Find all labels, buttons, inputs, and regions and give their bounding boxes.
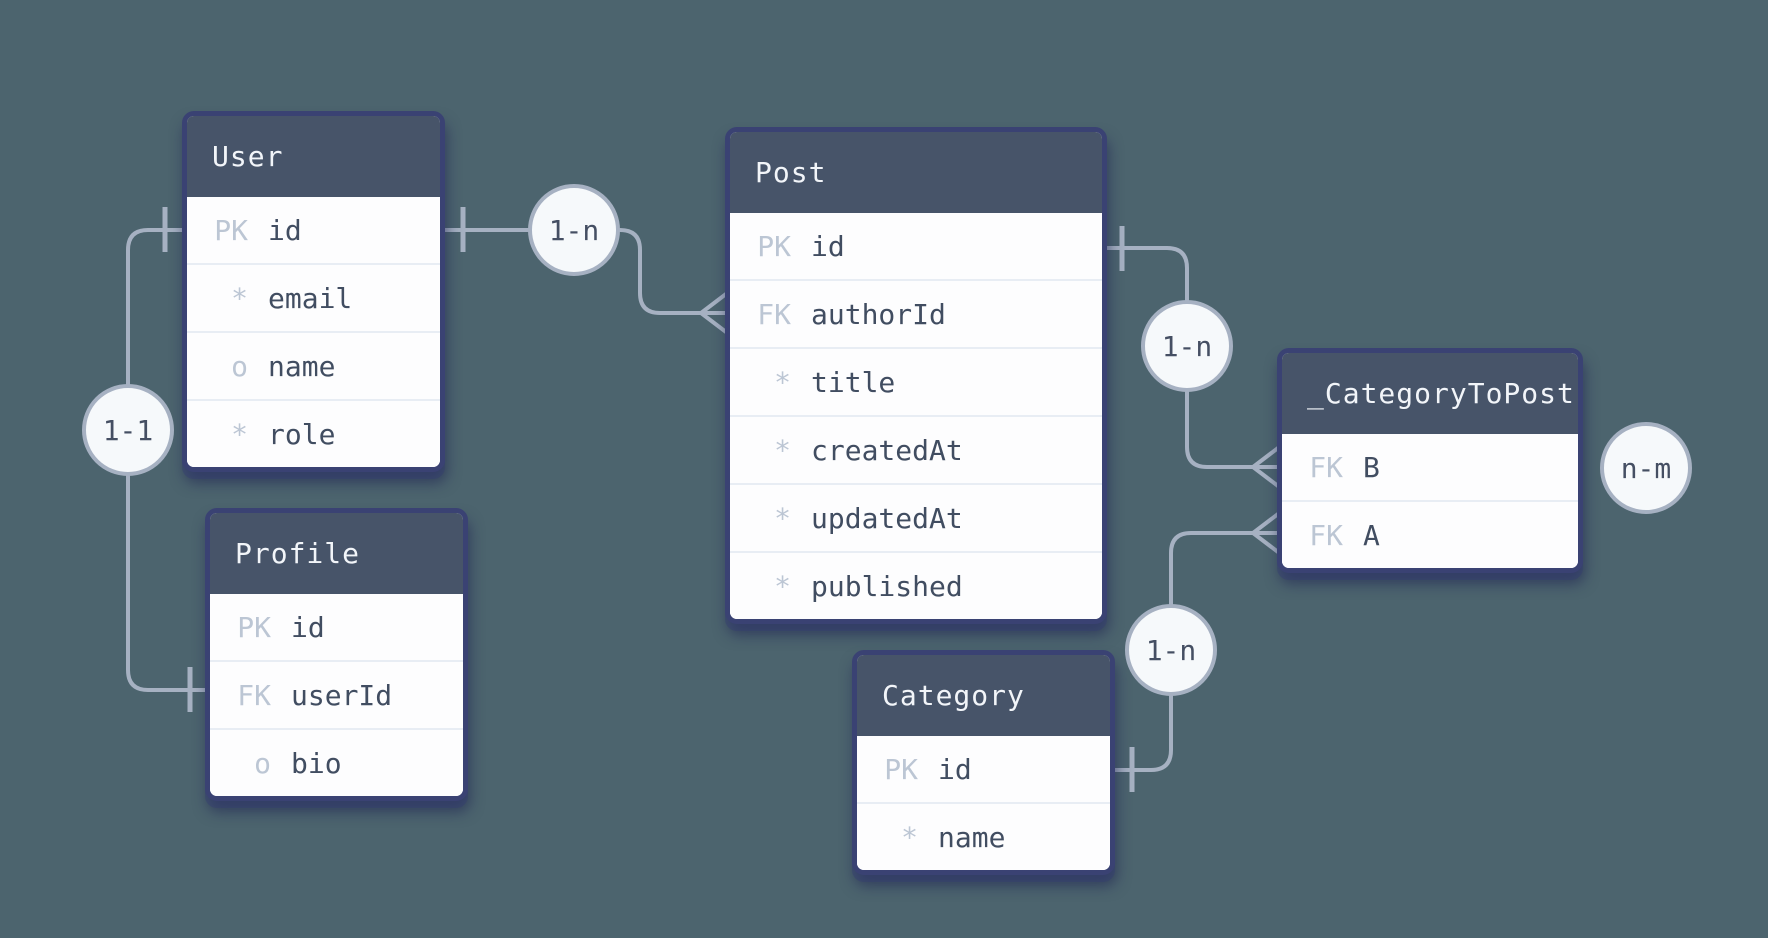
field-row-user-id: PK id [187, 197, 440, 263]
entity-categorytopost-title: _CategoryToPost [1282, 353, 1578, 434]
entity-categorytopost: _CategoryToPost FK B FK A [1277, 348, 1583, 573]
cardinality-badge-category-categorytopost: 1-n [1125, 604, 1217, 696]
field-key: FK [1309, 450, 1343, 484]
entity-category-fields: PK id * name [857, 736, 1110, 870]
entity-post-fields: PK id FK authorId * title * createdAt * … [730, 213, 1102, 619]
field-row-category-name: * name [857, 802, 1110, 870]
field-name: role [268, 417, 336, 451]
field-row-categorytopost-b: FK B [1282, 434, 1578, 500]
entity-user-fields: PK id * email o name * role [187, 197, 440, 467]
entity-post-title: Post [730, 132, 1102, 213]
field-row-post-published: * published [730, 551, 1102, 619]
field-key: PK [237, 610, 271, 644]
field-row-post-createdat: * createdAt [730, 415, 1102, 483]
entity-user: User PK id * email o name * role [182, 111, 445, 472]
field-key: * [774, 569, 791, 603]
crow-foot-post-authorid [699, 292, 728, 334]
field-key: * [231, 281, 248, 315]
field-name: authorId [811, 297, 946, 331]
entity-profile: Profile PK id FK userId o bio [205, 508, 468, 801]
field-name: id [291, 610, 325, 644]
field-key: FK [1309, 518, 1343, 552]
crow-foot-categorytopost-b [1251, 446, 1280, 488]
cardinality-badge-user-post: 1-n [528, 184, 620, 276]
field-name: A [1363, 518, 1380, 552]
field-row-category-id: PK id [857, 736, 1110, 802]
field-key: PK [884, 752, 918, 786]
field-name: B [1363, 450, 1380, 484]
cardinality-label: 1-1 [102, 413, 154, 447]
field-name: id [811, 229, 845, 263]
field-row-user-name: o name [187, 331, 440, 399]
cardinality-label: n-m [1620, 451, 1672, 485]
field-name: id [938, 752, 972, 786]
field-name: updatedAt [811, 501, 963, 535]
cardinality-label: 1-n [1145, 633, 1197, 667]
field-row-post-authorid: FK authorId [730, 279, 1102, 347]
field-key: FK [757, 297, 791, 331]
relation-user-post-line [445, 228, 725, 315]
cardinality-label: 1-n [1161, 329, 1213, 363]
field-name: name [268, 349, 336, 383]
cardinality-badge-user-profile: 1-1 [82, 384, 174, 476]
field-row-post-title: * title [730, 347, 1102, 415]
field-key: * [774, 365, 791, 399]
entity-profile-title: Profile [210, 513, 463, 594]
field-key: * [901, 820, 918, 854]
field-row-profile-userid: FK userId [210, 660, 463, 728]
field-name: name [938, 820, 1006, 854]
field-row-user-role: * role [187, 399, 440, 467]
field-name: createdAt [811, 433, 963, 467]
entity-post: Post PK id FK authorId * title * created… [725, 127, 1107, 624]
field-name: published [811, 569, 963, 603]
field-row-categorytopost-a: FK A [1282, 500, 1578, 568]
entity-category: Category PK id * name [852, 650, 1115, 875]
crow-foot-categorytopost-a [1251, 512, 1280, 554]
field-key: PK [214, 213, 248, 247]
entity-category-title: Category [857, 655, 1110, 736]
cardinality-label: 1-n [548, 213, 600, 247]
cardinality-badge-category-post: n-m [1600, 422, 1692, 514]
field-name: bio [291, 746, 342, 780]
relation-user-post [445, 207, 728, 334]
cardinality-badge-post-categorytopost: 1-n [1141, 300, 1233, 392]
field-key: o [254, 746, 271, 780]
field-row-post-updatedat: * updatedAt [730, 483, 1102, 551]
field-row-profile-bio: o bio [210, 728, 463, 796]
field-key: FK [237, 678, 271, 712]
entity-categorytopost-fields: FK B FK A [1282, 434, 1578, 568]
entity-profile-fields: PK id FK userId o bio [210, 594, 463, 796]
field-key: PK [757, 229, 791, 263]
field-row-post-id: PK id [730, 213, 1102, 279]
field-row-user-email: * email [187, 263, 440, 331]
field-name: id [268, 213, 302, 247]
field-key: * [774, 501, 791, 535]
field-key: * [231, 417, 248, 451]
field-row-profile-id: PK id [210, 594, 463, 660]
field-key: o [231, 349, 248, 383]
entity-user-title: User [187, 116, 440, 197]
field-name: title [811, 365, 896, 399]
field-name: email [268, 281, 353, 315]
field-name: userId [291, 678, 393, 712]
field-key: * [774, 433, 791, 467]
